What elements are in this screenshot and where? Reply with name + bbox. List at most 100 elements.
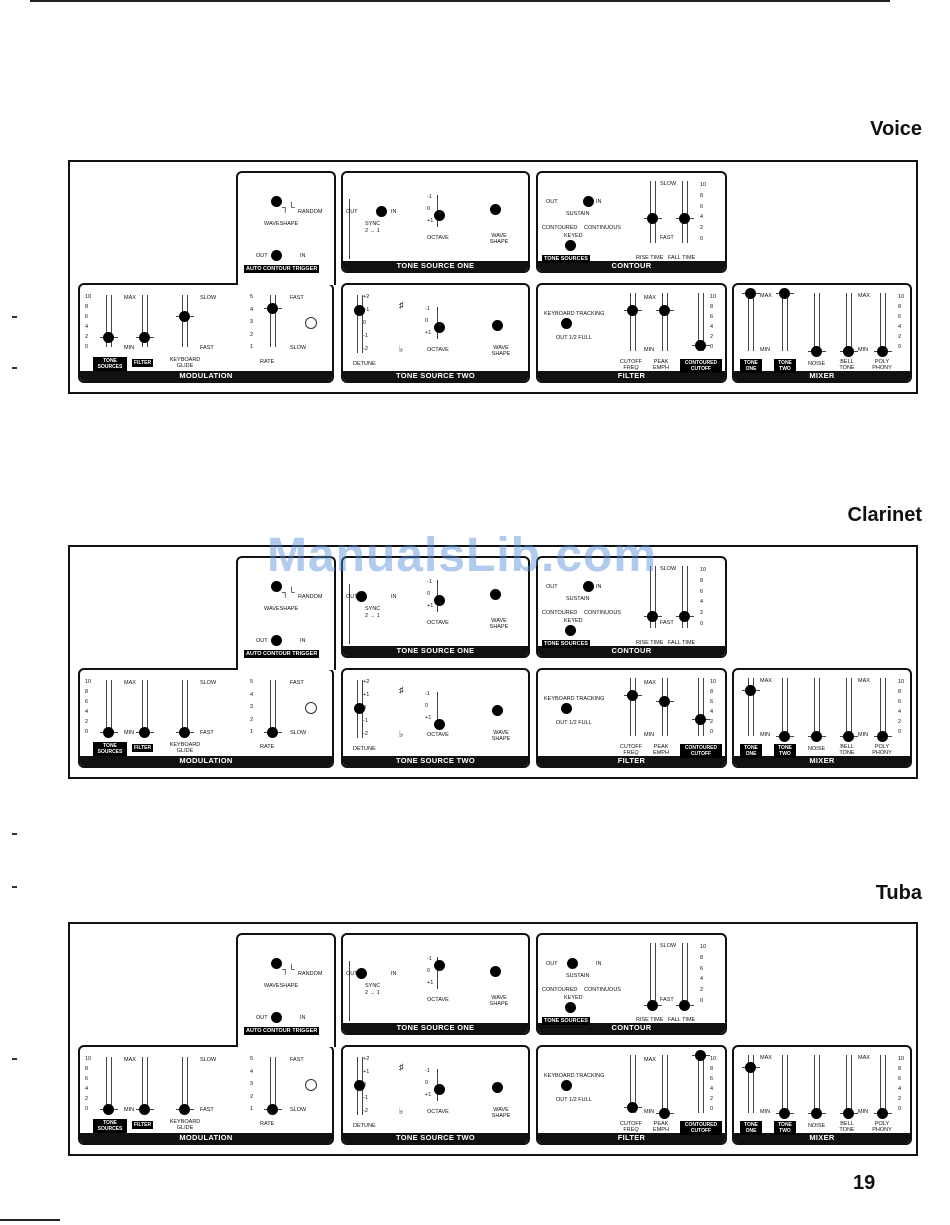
mixer-scale-tick: 0 (898, 729, 902, 735)
ts1-octave-knob[interactable] (434, 960, 445, 971)
rise-time-slider-knob[interactable] (647, 1000, 658, 1011)
ts2-waveshape-knob[interactable] (492, 1082, 503, 1093)
mod-scale-tick: 10 (85, 1056, 92, 1062)
bell-tone-slider-knob[interactable] (843, 1108, 854, 1119)
ts1-waveshape-knob[interactable] (490, 204, 501, 215)
poly-phony-slider-knob[interactable] (877, 1108, 888, 1119)
detune-knob[interactable] (354, 703, 365, 714)
noise-slider-knob[interactable] (811, 346, 822, 357)
ts1-waveshape-knob[interactable] (490, 589, 501, 600)
peak-emph-slider-knob[interactable] (659, 696, 670, 708)
mod-waveshape-knob[interactable] (271, 196, 282, 207)
mod-filter-slider-knob[interactable] (139, 727, 150, 738)
ts2-octave-knob[interactable] (434, 1084, 445, 1095)
rate-scale-tick: 1 (250, 729, 254, 735)
rise-time-slider-knob[interactable] (647, 213, 658, 225)
cutoff-freq-slider-knob[interactable] (627, 690, 638, 702)
tone-two-slider-knob[interactable] (779, 731, 790, 742)
keyboard-tracking-knob[interactable] (561, 1080, 572, 1091)
sync-knob[interactable] (376, 206, 387, 217)
contoured-cutoff-slider-knob[interactable] (695, 340, 706, 352)
auto-contour-trigger-knob[interactable] (271, 635, 282, 646)
rate-slider-knob[interactable] (267, 727, 278, 738)
ts1-waveshape-knob[interactable] (490, 966, 501, 977)
ts1-octave-knob[interactable] (434, 210, 445, 221)
mod-tone-sources-slider-knob[interactable] (103, 331, 114, 343)
poly-phony-slider-knob[interactable] (877, 731, 888, 742)
sustain-knob[interactable] (583, 581, 594, 592)
rate-scale-tick: 3 (250, 1081, 254, 1087)
contour-mode-knob[interactable] (565, 240, 576, 251)
auto-contour-trigger-knob[interactable] (271, 1012, 282, 1023)
mod-scale-tick: 4 (85, 324, 89, 330)
noise-slider-knob[interactable] (811, 731, 822, 742)
contour-mode-knob[interactable] (565, 625, 576, 636)
page-bottom-rule (0, 1219, 60, 1221)
mod-filter-slider-knob[interactable] (139, 331, 150, 343)
ts2-octave-knob[interactable] (434, 719, 445, 730)
ts1-octave-knob[interactable] (434, 595, 445, 606)
tone-two-slider-knob[interactable] (779, 1108, 790, 1119)
detune-knob[interactable] (354, 305, 365, 316)
ts2-octave-knob[interactable] (434, 322, 445, 333)
keyboard-glide-slider-track-b (187, 680, 188, 732)
rise-time-slider-knob[interactable] (647, 610, 658, 622)
rate-slider-knob[interactable] (267, 1104, 278, 1115)
sustain-knob[interactable] (583, 196, 594, 207)
bell-tone-slider-knob[interactable] (843, 346, 854, 357)
mod-waveshape-knob[interactable] (271, 581, 282, 592)
tone-sources-badge: TONE SOURCES (542, 640, 590, 648)
bell-tone-slider-knob[interactable] (843, 731, 854, 742)
fall-time-slider-knob[interactable] (679, 213, 690, 225)
rate-scale-tick: 1 (250, 344, 254, 350)
contoured-cutoff-slider-knob[interactable] (695, 1050, 706, 1061)
rate-slider-knob[interactable] (267, 303, 278, 314)
ts2-waveshape-knob[interactable] (492, 705, 503, 716)
mod-tone-sources-slider-knob[interactable] (103, 727, 114, 738)
ts2-waveshape-knob[interactable] (492, 320, 503, 331)
sync-knob[interactable] (356, 591, 367, 602)
rate-slider-track-b (275, 680, 276, 732)
contour-section-title: CONTOUR (538, 261, 725, 271)
auto-contour-trigger-knob[interactable] (271, 250, 282, 261)
keyboard-tracking-knob[interactable] (561, 703, 572, 714)
sustain-knob[interactable] (567, 958, 578, 969)
mod-filter-slider-knob[interactable] (139, 1104, 150, 1115)
mod-waveshape-knob[interactable] (271, 958, 282, 969)
mod-tone-sources-slider-knob[interactable] (103, 1104, 114, 1115)
min-label: MIN (760, 1109, 771, 1115)
wave-shape-label: WAVE SHAPE (491, 1107, 511, 1119)
contour-mode-knob[interactable] (565, 1002, 576, 1013)
keyboard-glide-slider-knob[interactable] (179, 1104, 190, 1115)
tone-two-slider-track (782, 1055, 783, 1113)
tone-one-slider-knob[interactable] (745, 288, 756, 299)
cutoff-freq-slider-knob[interactable] (627, 1102, 638, 1114)
keyboard-tracking-knob[interactable] (561, 318, 572, 329)
contoured-cutoff-slider-knob[interactable] (695, 713, 706, 725)
margin-mark (12, 833, 17, 835)
waveshape-label: WAVESHAPE (264, 983, 299, 989)
tone-sources-badge: TONE SOURCES (93, 742, 127, 756)
fall-time-slider-track (682, 566, 683, 628)
filter-scale-tick: 0 (710, 729, 714, 735)
out-label: OUT (546, 961, 558, 967)
tone-two-slider-knob[interactable] (779, 288, 790, 299)
tone-one-slider-knob[interactable] (745, 1061, 756, 1073)
fall-time-slider-knob[interactable] (679, 610, 690, 622)
poly-phony-slider-track (880, 293, 881, 351)
tone-one-slider-knob[interactable] (745, 684, 756, 696)
noise-slider-knob[interactable] (811, 1108, 822, 1119)
detune-knob[interactable] (354, 1080, 365, 1091)
sync-knob[interactable] (356, 968, 367, 979)
cutoff-freq-slider-track-b (635, 1055, 636, 1113)
fall-time-slider-knob[interactable] (679, 1000, 690, 1011)
keyboard-glide-slider-knob[interactable] (179, 727, 190, 738)
peak-emph-slider-knob[interactable] (659, 305, 670, 317)
keyboard-glide-slider-knob[interactable] (179, 310, 190, 322)
waveshape-symbol: ┐└ (282, 964, 295, 974)
peak-emph-slider-knob[interactable] (659, 1108, 670, 1119)
poly-phony-slider-knob[interactable] (877, 346, 888, 357)
cutoff-freq-slider-knob[interactable] (627, 305, 638, 317)
